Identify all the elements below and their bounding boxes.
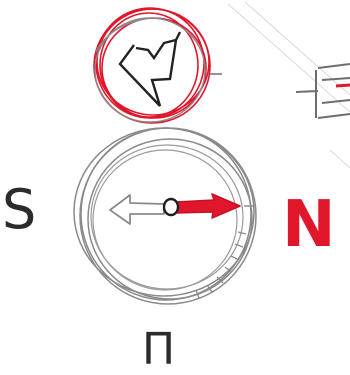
red-scribbled-circle-icon [93,7,222,124]
needle-arrow-icon [109,193,254,225]
partial-sign-icon [295,63,350,119]
compass-icon [73,127,257,305]
bottom-label: Π [142,324,175,371]
south-label: S [2,178,36,241]
zigzag-mark [118,31,182,107]
north-label: N [282,188,336,262]
